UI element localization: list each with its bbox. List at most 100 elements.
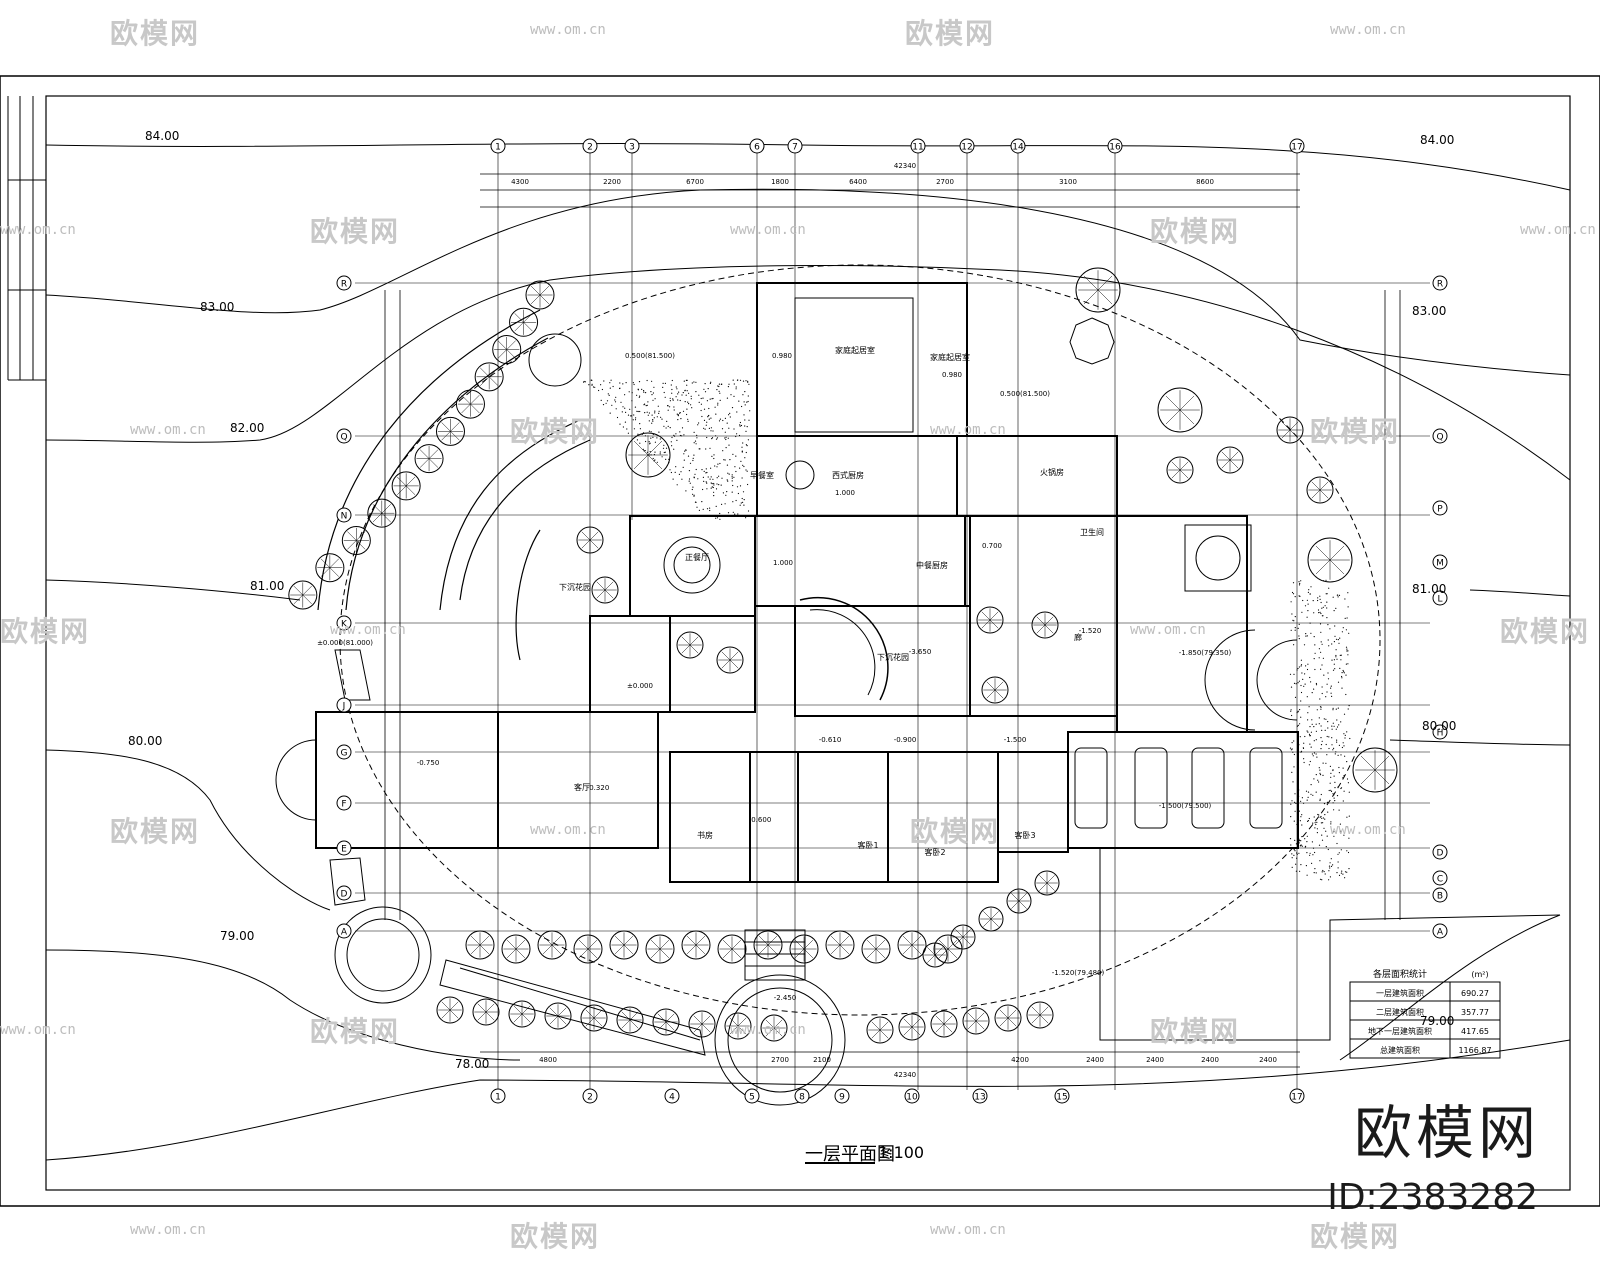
level-mark: -0.600: [749, 816, 772, 824]
axis-left-R: R: [341, 280, 347, 290]
axis-left-J-bubble: [336, 697, 352, 713]
contour-label: 81.00: [250, 579, 284, 593]
level-mark: ±0.000: [627, 682, 653, 690]
dim-top: 2700: [936, 178, 954, 186]
drawing-title: 一层平面图: [805, 1144, 895, 1165]
tree-icon: [492, 335, 522, 365]
watermark-url: www.om.cn: [730, 1022, 806, 1038]
axis-right-C: C: [1437, 875, 1443, 885]
axis-top-17-bubble: [1289, 138, 1305, 154]
axis-bottom-2: 2: [587, 1093, 593, 1103]
axis-right-C-bubble: [1432, 870, 1448, 886]
tree-icon: [930, 1010, 958, 1038]
area-table-row-label: 总建筑面积: [1380, 1045, 1420, 1055]
axis-left-N: N: [341, 512, 348, 522]
dim-top: 2200: [603, 178, 621, 186]
axis-bottom-13-bubble: [972, 1088, 988, 1104]
area-table-title: 各层面积统计: [1373, 968, 1427, 980]
dim-top: 6400: [849, 178, 867, 186]
axis-left-E: E: [341, 845, 347, 855]
level-mark: 1.000: [835, 489, 855, 497]
room-label: 西式厨房: [832, 470, 864, 480]
tree-icon: [1026, 1001, 1054, 1029]
tree-icon: [573, 934, 603, 964]
tree-icon: [1166, 456, 1194, 484]
tree-icon: [866, 1016, 894, 1044]
tree-icon: [717, 934, 747, 964]
axis-top-3-bubble: [624, 138, 640, 154]
axis-bottom-1-bubble: [490, 1088, 506, 1104]
tree-icon: [976, 606, 1004, 634]
contour-label: 80.00: [128, 734, 162, 748]
room-label: 书房: [697, 830, 713, 840]
level-mark: 0.500(81.500): [625, 352, 675, 360]
contour-label-right: 83.00: [1412, 304, 1446, 318]
axis-left-A: A: [341, 928, 348, 938]
axis-top-1: 1: [495, 143, 501, 153]
room-label: 下沉花园: [559, 582, 591, 592]
axis-left-F-bubble: [336, 795, 352, 811]
room-label: 卫生间: [1080, 527, 1104, 537]
watermark-brand: 欧模网: [1500, 615, 1591, 648]
tree-icon: [525, 280, 555, 310]
watermark-url: www.om.cn: [530, 822, 606, 838]
dim-bottom: 4200: [1011, 1056, 1029, 1064]
axis-bottom-15: 15: [1056, 1093, 1067, 1103]
level-mark: -0.610: [819, 736, 842, 744]
watermark-brand: 欧模网: [1150, 215, 1241, 248]
dim-top: 4300: [511, 178, 529, 186]
axis-left-K-bubble: [336, 615, 352, 631]
watermark-brand: 欧模网: [905, 17, 996, 50]
tree-icon: [1006, 888, 1032, 914]
axis-left-J: J: [342, 702, 346, 712]
tree-icon: [508, 1000, 536, 1028]
watermark-url: www.om.cn: [1330, 22, 1406, 38]
tree-icon: [609, 930, 639, 960]
level-mark: 0.980: [942, 371, 962, 379]
axis-bottom-5: 5: [749, 1093, 755, 1103]
area-table-unit: (m²): [1471, 970, 1488, 979]
axis-right-B: B: [1437, 892, 1443, 902]
axis-bottom-10: 10: [906, 1093, 918, 1103]
dim-top: 3100: [1059, 178, 1077, 186]
axis-left-A-bubble: [336, 923, 352, 939]
contour-label: 79.00: [220, 929, 254, 943]
level-mark: -1.500: [1004, 736, 1027, 744]
drawing-scale: 1:100: [878, 1143, 925, 1162]
watermark-brand: 欧模网: [310, 1015, 401, 1048]
axis-right-M-bubble: [1432, 554, 1448, 570]
watermark-brand: 欧模网: [0, 615, 91, 648]
axis-bottom-13: 13: [974, 1093, 985, 1103]
tree-icon: [978, 906, 1004, 932]
axis-right-D: D: [1437, 849, 1444, 859]
tree-icon: [1075, 267, 1121, 313]
tree-icon: [576, 526, 604, 554]
axis-top-7-bubble: [787, 138, 803, 154]
watermark-url: www.om.cn: [330, 622, 406, 638]
axis-right-A-bubble: [1432, 923, 1448, 939]
axis-left-D-bubble: [336, 885, 352, 901]
dim-top: 1800: [771, 178, 789, 186]
level-mark: -3.650: [909, 648, 932, 656]
axis-right-R-bubble: [1432, 275, 1448, 291]
area-table-row-label: 一层建筑面积: [1376, 988, 1424, 998]
level-mark: 0.500(81.500): [1000, 390, 1050, 398]
tree-icon: [591, 576, 619, 604]
axis-right-B-bubble: [1432, 887, 1448, 903]
watermark-url: www.om.cn: [1330, 822, 1406, 838]
tree-icon: [981, 676, 1009, 704]
tree-icon: [681, 930, 711, 960]
axis-left-F: F: [341, 800, 346, 810]
room-label: 火锅房: [1040, 467, 1064, 477]
dim-bottom: 4800: [539, 1056, 557, 1064]
axis-right-P-bubble: [1432, 500, 1448, 516]
axis-top-2: 2: [587, 143, 593, 153]
room-label: 廊: [1074, 632, 1082, 642]
level-mark: -1.500(79.500): [1159, 802, 1212, 810]
tree-icon: [688, 1010, 716, 1038]
tree-icon: [315, 553, 345, 583]
dim-bottom: 2100: [813, 1056, 831, 1064]
axis-top-14: 14: [1012, 143, 1024, 153]
area-table-row-label: 二层建筑面积: [1376, 1007, 1424, 1017]
